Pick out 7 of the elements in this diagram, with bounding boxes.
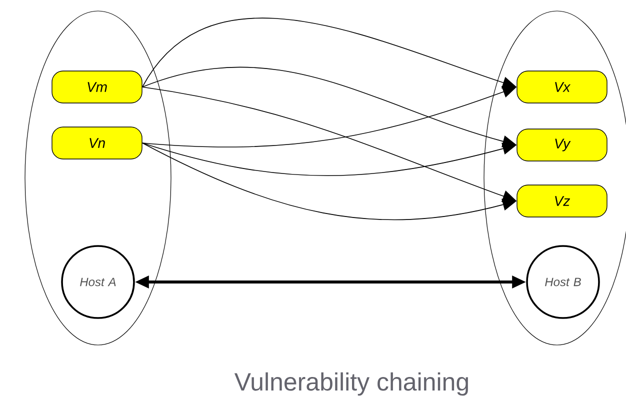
caption: Vulnerability chaining: [234, 372, 468, 396]
vulnerability-pill: Vm: [52, 70, 142, 104]
vulnerability-pill: Vn: [52, 126, 142, 160]
vulnerability-pill: Vy: [516, 128, 608, 162]
vulnerability-pill: Vx: [516, 70, 608, 104]
host-ellipse: [24, 10, 172, 346]
vulnerability-pill: Vz: [516, 184, 608, 218]
